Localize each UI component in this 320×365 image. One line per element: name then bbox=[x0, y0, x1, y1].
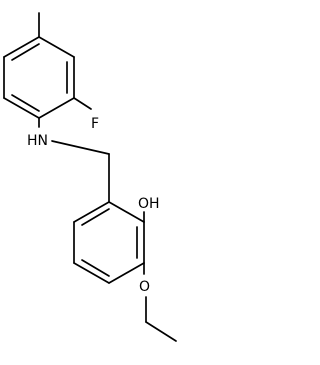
atom-fluorine: F bbox=[91, 116, 99, 132]
bond-n-ch2 bbox=[51, 140, 110, 155]
bond-ch2-ch3 bbox=[145, 321, 177, 342]
ethoxy-phenol-ring bbox=[73, 201, 145, 284]
bond-c-f bbox=[73, 97, 92, 110]
molecule-structure: F HN OH O bbox=[3, 12, 177, 342]
atom-amine: HN bbox=[27, 133, 48, 149]
atom-hydroxyl: OH bbox=[138, 196, 160, 212]
atom-ether-oxygen: O bbox=[139, 279, 150, 295]
fluoro-methyl-phenyl-ring bbox=[3, 36, 75, 119]
